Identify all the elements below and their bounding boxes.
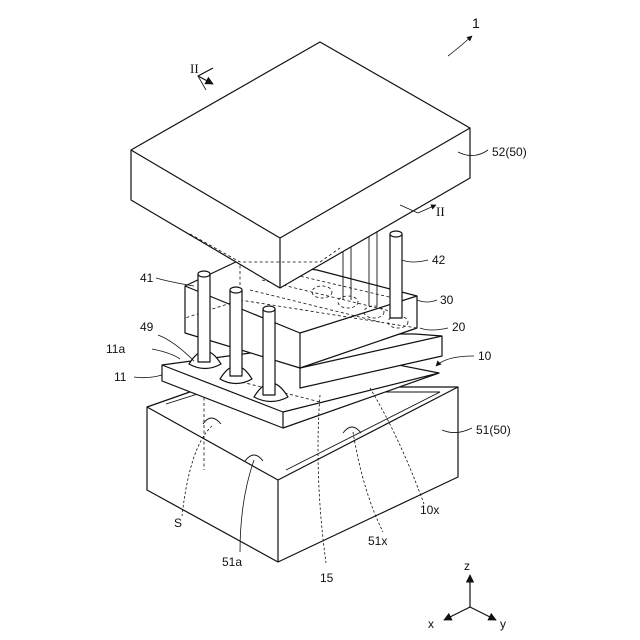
label-board-edge-11a: 11a xyxy=(106,342,125,356)
label-module-10: 10 xyxy=(478,349,492,363)
figure-number: 1 xyxy=(472,15,480,31)
lid-52 xyxy=(131,42,470,288)
axis-label-y: y xyxy=(500,617,506,631)
section-label-upper: II xyxy=(190,61,199,76)
label-base: 51(50) xyxy=(476,423,511,437)
label-ref-15: 15 xyxy=(320,571,334,585)
label-solder-49: 49 xyxy=(140,320,154,334)
label-recess-51a: 51a xyxy=(222,555,242,569)
label-channel-10x: 10x xyxy=(420,503,439,517)
section-mark-upper: II xyxy=(190,61,213,90)
axis-triad: z x y xyxy=(428,559,506,631)
label-pins-42: 42 xyxy=(432,253,446,267)
axis-label-x: x xyxy=(428,617,434,631)
label-board-20: 20 xyxy=(452,320,466,334)
label-recess-51x: 51x xyxy=(368,534,387,548)
axis-label-z: z xyxy=(464,559,470,573)
section-label-lower: II xyxy=(436,204,445,219)
label-board-11: 11 xyxy=(114,370,127,384)
label-pins-41: 41 xyxy=(140,271,154,285)
label-lid: 52(50) xyxy=(492,145,527,159)
label-chamber-s: S xyxy=(174,516,182,530)
label-cover-block-30: 30 xyxy=(440,293,454,307)
